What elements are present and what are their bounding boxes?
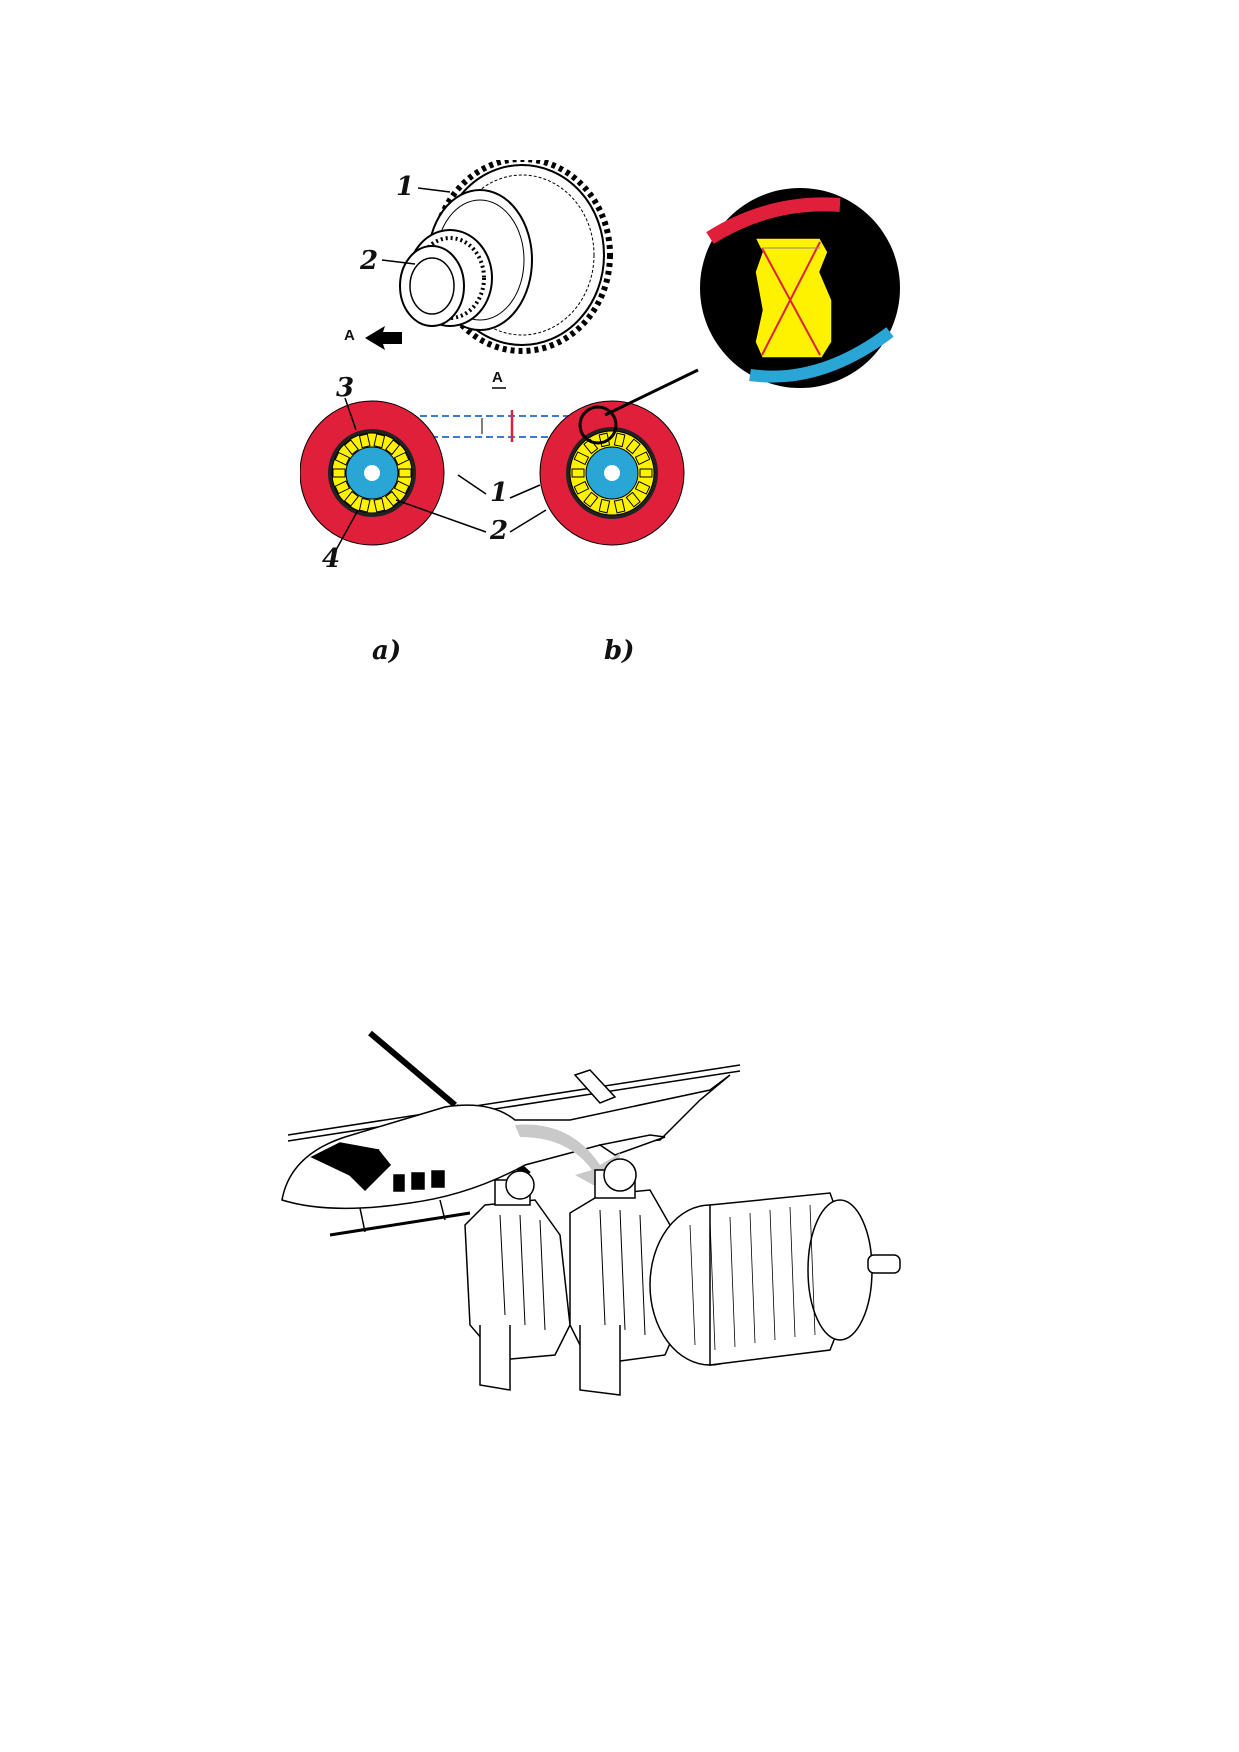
roller bbox=[358, 497, 371, 513]
roller bbox=[358, 433, 371, 449]
roller bbox=[398, 468, 412, 478]
roller bbox=[625, 491, 641, 508]
roller bbox=[385, 439, 401, 456]
roller-clutch-figure: 1 2 A A 3 4 1 2 a) b) bbox=[300, 160, 920, 680]
caption-a: a) bbox=[372, 636, 402, 666]
twin-engine-icon bbox=[464, 1158, 901, 1396]
roller bbox=[373, 497, 386, 513]
callout-2-mid: 2 bbox=[490, 516, 509, 546]
callout-arrow-a: A bbox=[344, 327, 355, 344]
rollers-a bbox=[332, 433, 412, 513]
rollers-b bbox=[571, 432, 653, 514]
clutch-section-b bbox=[539, 400, 685, 546]
roller bbox=[625, 438, 641, 455]
roller bbox=[573, 480, 590, 495]
roller bbox=[385, 490, 401, 507]
callout-section-a: A bbox=[492, 369, 503, 386]
roller-clutch-drawing bbox=[300, 160, 900, 551]
roller bbox=[613, 432, 626, 448]
roller bbox=[571, 468, 585, 478]
view-a-arrow-icon bbox=[365, 326, 402, 350]
roller bbox=[332, 468, 346, 478]
roller bbox=[343, 490, 359, 507]
roller bbox=[334, 451, 351, 466]
transfer-arrow-icon bbox=[515, 1124, 620, 1197]
roller bbox=[634, 451, 651, 466]
helicopter-engine-figure bbox=[270, 1025, 980, 1515]
roller bbox=[393, 480, 410, 495]
helicopter-icon bbox=[281, 1030, 741, 1237]
clutch-section-a bbox=[300, 400, 445, 546]
callout-3: 3 bbox=[336, 373, 355, 403]
roller bbox=[343, 439, 359, 456]
caption-b: b) bbox=[604, 636, 635, 666]
roller bbox=[598, 498, 611, 514]
callout-4: 4 bbox=[322, 544, 341, 574]
roller bbox=[634, 480, 651, 495]
roller bbox=[583, 491, 599, 508]
roller bbox=[393, 451, 410, 466]
callout-1-mid: 1 bbox=[490, 478, 509, 508]
callout-2-top: 2 bbox=[360, 246, 379, 276]
callout-1-top: 1 bbox=[396, 172, 415, 202]
roller-sleeve-icon bbox=[399, 229, 493, 327]
roller bbox=[639, 468, 653, 478]
roller bbox=[373, 433, 386, 449]
helicopter-engine-drawing bbox=[281, 1030, 901, 1396]
roller bbox=[334, 480, 351, 495]
roller bbox=[613, 498, 626, 514]
detail-magnifier-icon bbox=[578, 188, 900, 445]
roller bbox=[573, 451, 590, 466]
